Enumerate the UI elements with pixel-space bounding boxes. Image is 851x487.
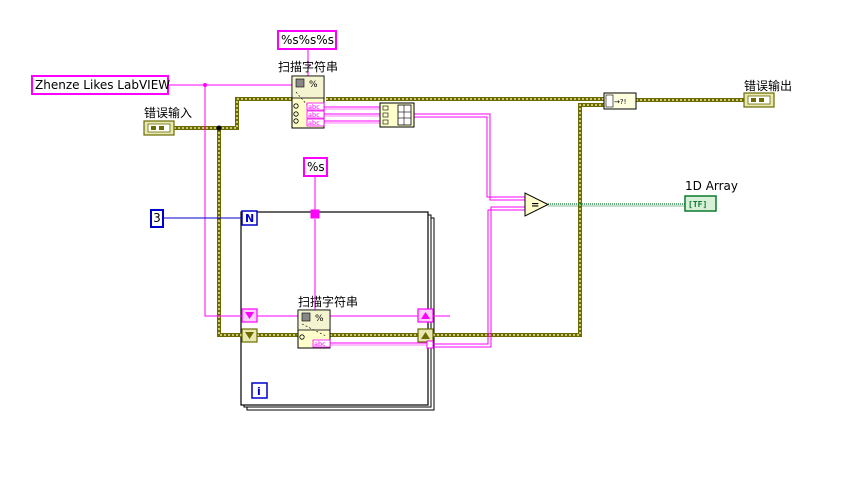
loop-iteration-terminal[interactable] bbox=[251, 382, 268, 399]
error-in-terminal[interactable] bbox=[143, 120, 175, 136]
for-loop[interactable] bbox=[240, 211, 435, 411]
scan-node-top-icon-text: % bbox=[309, 80, 318, 90]
error-wire-loop-in bbox=[217, 128, 242, 337]
error-out-terminal[interactable] bbox=[743, 92, 775, 108]
loop-count-terminal[interactable] bbox=[241, 210, 258, 226]
error-in-label: 错误输入 bbox=[144, 106, 193, 120]
equal-symbol: = bbox=[531, 200, 539, 211]
merge-errors-text: →?! bbox=[614, 98, 626, 106]
bool-indicator-text: [TF] bbox=[688, 200, 707, 209]
equal-compare-node[interactable] bbox=[524, 192, 550, 217]
abc-output-1: abc bbox=[308, 103, 320, 111]
input-string-value: Zhenze Likes LabVIEW bbox=[35, 78, 171, 92]
loop-iteration-label: i bbox=[257, 385, 261, 398]
format-string-top-constant[interactable]: %s%s%s bbox=[277, 30, 337, 50]
format-string-top-value: %s%s%s bbox=[281, 33, 334, 47]
loop-indexing-tunnel[interactable] bbox=[426, 340, 434, 349]
format-string-loop-value: %s bbox=[307, 160, 325, 174]
scan-from-string-node-top[interactable] bbox=[291, 75, 325, 129]
build-array-node[interactable] bbox=[379, 102, 415, 128]
string-wires bbox=[169, 49, 525, 348]
abc-output-loop: abc bbox=[314, 340, 326, 348]
loop-shift-register-left[interactable] bbox=[241, 308, 258, 343]
error-wire-loop-out bbox=[433, 103, 604, 337]
loop-count-constant[interactable]: 3 bbox=[150, 209, 164, 228]
loop-shift-register-right[interactable] bbox=[417, 308, 434, 343]
scan-node-loop-icon-text: % bbox=[315, 314, 324, 324]
scan-node-loop-label: 扫描字符串 bbox=[298, 295, 359, 309]
abc-output-3: abc bbox=[308, 119, 320, 127]
merge-errors-node[interactable] bbox=[603, 92, 637, 110]
loop-format-tunnel[interactable] bbox=[310, 209, 320, 219]
boolean-array-indicator[interactable] bbox=[684, 195, 717, 212]
boolean-wire bbox=[548, 203, 685, 207]
scan-from-string-node-loop[interactable] bbox=[297, 309, 331, 349]
loop-count-value: 3 bbox=[153, 211, 161, 225]
scan-node-top-label: 扫描字符串 bbox=[278, 60, 339, 74]
format-string-loop-constant[interactable]: %s bbox=[303, 157, 328, 177]
input-string-constant[interactable]: Zhenze Likes LabVIEW bbox=[31, 75, 171, 95]
array-out-label: 1D Array bbox=[685, 179, 739, 193]
error-out-label: 错误输出 bbox=[744, 79, 793, 93]
abc-output-2: abc bbox=[308, 111, 320, 119]
loop-count-label: N bbox=[245, 212, 254, 225]
